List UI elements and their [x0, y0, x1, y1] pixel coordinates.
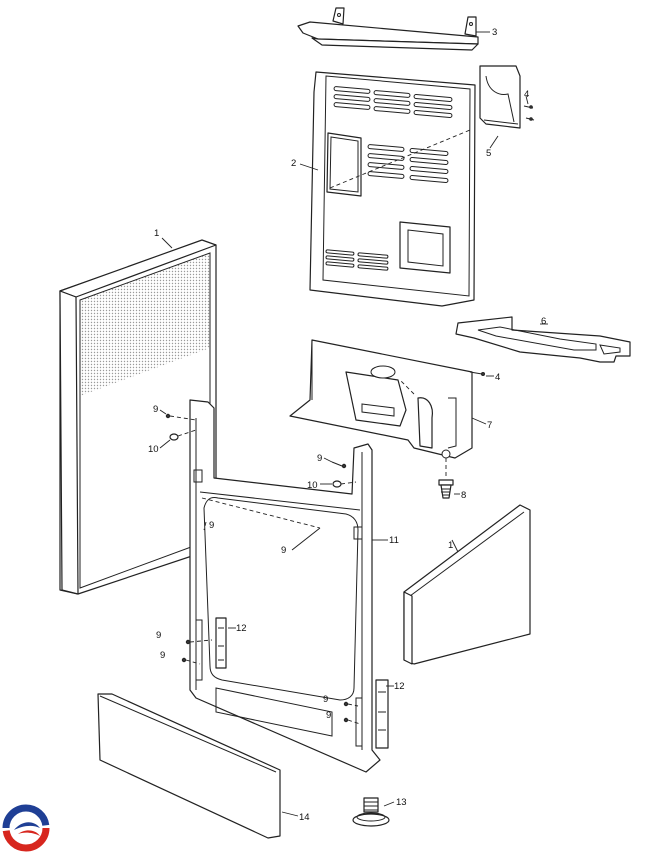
callout-10: 10 [148, 444, 159, 455]
callout-9: 9 [156, 630, 161, 641]
callout-1: 1 [448, 540, 453, 551]
part-14-kick-panel [97, 693, 281, 839]
callout-9: 9 [317, 453, 322, 464]
rear-access-hatch [326, 132, 362, 197]
callout-8: 8 [461, 490, 466, 501]
callout-9: 9 [326, 710, 331, 721]
callout-leader-lines [159, 31, 548, 817]
logo-swoosh [14, 822, 40, 830]
callout-9: 9 [209, 520, 214, 531]
callout-9: 9 [160, 650, 165, 661]
callout-3: 3 [492, 27, 497, 38]
logo-blue-ring [2, 804, 50, 852]
callout-12: 12 [394, 681, 405, 692]
callout-9: 9 [323, 694, 328, 705]
part-8-screw [438, 458, 454, 499]
callout-labels: 1 1 2 3 4 4 5 6 7 8 9 9 9 9 9 9 9 9 9 10… [148, 27, 546, 823]
part-12-brackets [215, 617, 389, 749]
callout-1: 1 [154, 228, 159, 239]
part-2-rear-panel [309, 71, 476, 307]
rear-vent-slots-middle [367, 144, 449, 183]
part-6-base-plate [455, 316, 631, 363]
callout-10: 10 [307, 480, 318, 491]
part-9-screws [165, 413, 361, 725]
rear-recess-plate [399, 221, 451, 274]
part-1-side-panel-right [403, 504, 531, 665]
brand-logo [2, 804, 50, 852]
part-13-leveling-foot [352, 797, 390, 827]
callout-7: 7 [487, 420, 492, 431]
callout-9: 9 [281, 545, 286, 556]
callout-4: 4 [524, 89, 529, 100]
callout-5: 5 [486, 148, 491, 159]
callout-11: 11 [389, 535, 399, 546]
part-7-tray-bracket [289, 339, 473, 459]
callout-6: 6 [541, 316, 546, 327]
part-5-small-guard [479, 65, 521, 129]
callout-13: 13 [396, 797, 407, 808]
part-10-grommets [169, 429, 357, 488]
callout-9: 9 [153, 404, 158, 415]
logo-red-ring [2, 804, 50, 852]
part-1-side-panel-left [59, 239, 217, 595]
part-11-frame [189, 399, 381, 773]
rear-vent-slots-bottom [325, 249, 389, 271]
callout-14: 14 [299, 812, 310, 823]
rear-vent-slots-top [333, 86, 453, 118]
callout-2: 2 [291, 158, 296, 169]
part-4-screws-top [523, 105, 535, 121]
callout-12: 12 [236, 623, 247, 634]
part-3-top-bracket [297, 7, 479, 51]
callout-4: 4 [495, 372, 500, 383]
part-4-screw-bracket [469, 371, 485, 376]
